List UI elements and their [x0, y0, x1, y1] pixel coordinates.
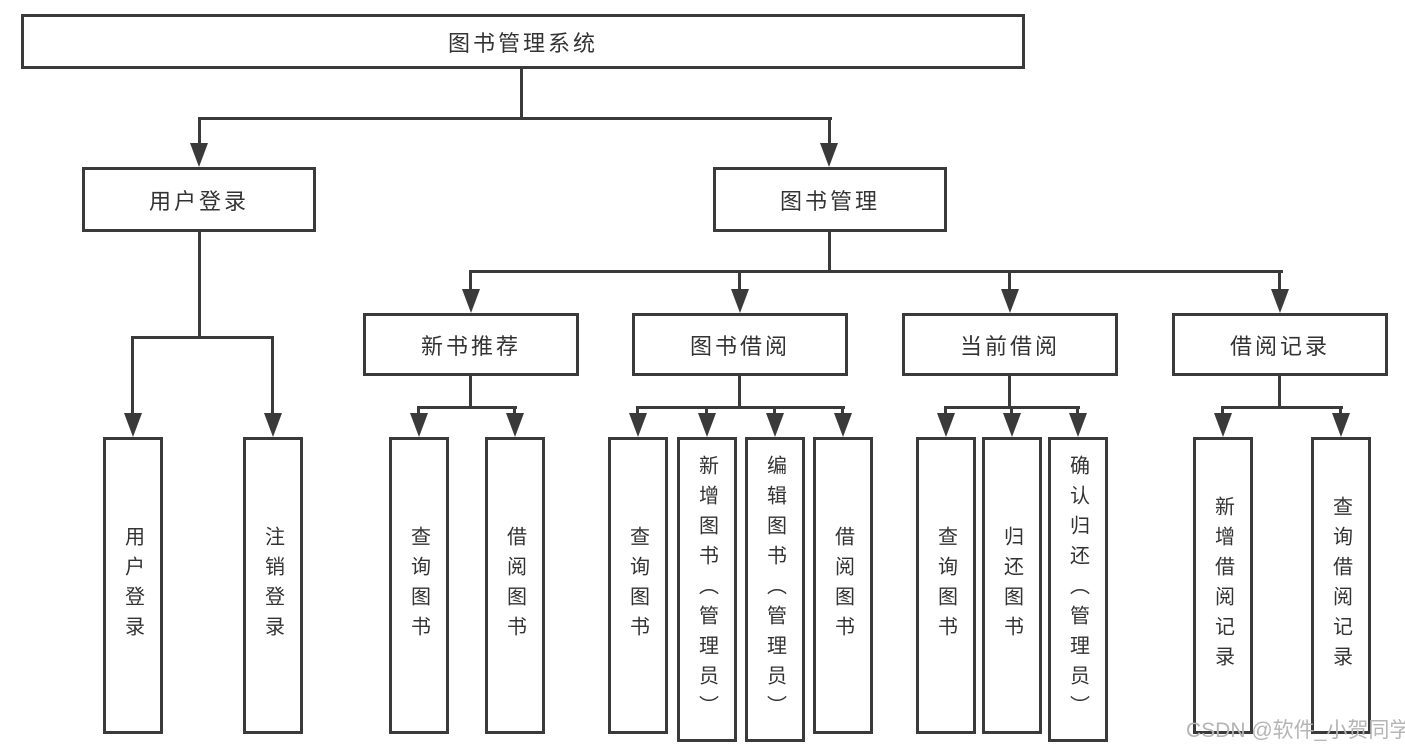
arrowhead-down-icon — [462, 289, 480, 313]
arrowhead-down-icon — [506, 413, 524, 437]
arrowhead-down-icon — [124, 413, 142, 437]
connector-arrow-stem — [1221, 406, 1224, 416]
connector-book-mgmt-stem — [828, 230, 831, 270]
connector-arrow-stem — [417, 406, 420, 416]
leaf-query-books: 查询图书 — [608, 437, 668, 734]
arrowhead-down-icon — [1214, 413, 1232, 437]
leaf-confirm-return-admin: 确认归还（管理员） — [1048, 437, 1108, 742]
arrowhead-down-icon — [820, 143, 838, 167]
connector-user-login-bus — [131, 336, 274, 339]
leaf-add-borrow-record: 新增借阅记录 — [1193, 437, 1253, 734]
node-new-book-recommend: 新书推荐 — [363, 313, 579, 376]
connector-arrow-stem — [1339, 406, 1342, 416]
connector-arrow-stem — [198, 117, 201, 145]
leaf-edit-books-admin: 编辑图书（管理员） — [745, 437, 805, 742]
leaf-query-books: 查询图书 — [916, 437, 976, 734]
connector-book-mgmt-bus — [469, 270, 1283, 273]
connector-arrow-stem — [1278, 270, 1281, 292]
connector-arrow-stem — [738, 270, 741, 292]
connector-arrow-stem — [131, 336, 134, 415]
arrowhead-down-icon — [698, 413, 716, 437]
arrowhead-down-icon — [629, 413, 647, 437]
leaf-query-books: 查询图书 — [389, 437, 449, 734]
connector-arrow-stem — [271, 336, 274, 415]
arrowhead-down-icon — [264, 413, 282, 437]
leaf-query-borrow-record: 查询借阅记录 — [1311, 437, 1371, 734]
connector-record-bus — [1221, 406, 1343, 409]
leaf-borrow-books: 借阅图书 — [485, 437, 545, 734]
connector-arrow-stem — [469, 270, 472, 292]
connector-arrow-stem — [1076, 406, 1079, 416]
arrowhead-down-icon — [1332, 413, 1350, 437]
leaf-user-login: 用户登录 — [103, 437, 163, 734]
connector-arrow-stem — [773, 406, 776, 416]
connector-arrow-stem — [636, 406, 639, 416]
leaf-add-books-admin: 新增图书（管理员） — [677, 437, 737, 742]
connector-arrow-stem — [1010, 406, 1013, 416]
connector-arrow-stem — [1008, 270, 1011, 292]
node-book-management: 图书管理 — [713, 167, 947, 232]
connector-arrow-stem — [705, 406, 708, 416]
arrowhead-down-icon — [190, 143, 208, 167]
connector-borrow-bus — [636, 406, 845, 409]
csdn-watermark: CSDN @软件_小贺同学 — [1186, 719, 1405, 742]
arrowhead-down-icon — [766, 413, 784, 437]
connector-arrow-stem — [841, 406, 844, 416]
connector-current-stem — [1008, 374, 1011, 406]
connector-new-book-stem — [469, 374, 472, 406]
arrowhead-down-icon — [1271, 289, 1289, 313]
arrowhead-down-icon — [410, 413, 428, 437]
node-current-borrow: 当前借阅 — [902, 313, 1118, 376]
arrowhead-down-icon — [731, 289, 749, 313]
leaf-logout: 注销登录 — [243, 437, 303, 734]
arrowhead-down-icon — [937, 413, 955, 437]
node-root-library-system: 图书管理系统 — [21, 14, 1025, 69]
arrowhead-down-icon — [1069, 413, 1087, 437]
node-borrow-records: 借阅记录 — [1172, 313, 1388, 376]
arrowhead-down-icon — [1003, 413, 1021, 437]
leaf-borrow-books: 借阅图书 — [813, 437, 873, 734]
connector-root-bus — [199, 117, 832, 120]
connector-new-book-bus — [417, 406, 517, 409]
connector-borrow-stem — [738, 374, 741, 406]
connector-arrow-stem — [944, 406, 947, 416]
connector-root-stem — [520, 67, 523, 117]
connector-user-login-stem — [198, 230, 201, 336]
arrowhead-down-icon — [834, 413, 852, 437]
node-book-borrow: 图书借阅 — [632, 313, 848, 376]
leaf-return-books: 归还图书 — [982, 437, 1042, 734]
node-user-login: 用户登录 — [82, 167, 316, 232]
connector-record-stem — [1278, 374, 1281, 406]
connector-arrow-stem — [513, 406, 516, 416]
arrowhead-down-icon — [1001, 289, 1019, 313]
connector-arrow-stem — [828, 117, 831, 145]
